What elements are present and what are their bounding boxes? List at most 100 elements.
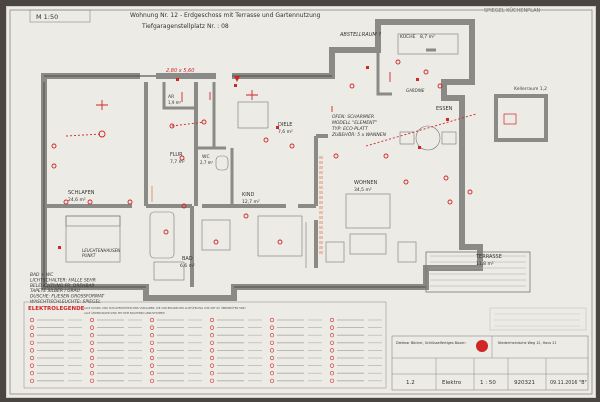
legend-symbol-icon: [89, 363, 95, 368]
room-kueche-name: KÜCHE: [400, 33, 416, 40]
scale-text: M 1:50: [36, 13, 58, 21]
legend-symbol-icon: [149, 333, 155, 338]
legend-title: ELEKTROLEGENDE: [28, 306, 85, 312]
note-gardine: GARDINE: [406, 88, 425, 93]
top-right-note: SPIEGEL KÜCHENPLAN: [484, 7, 541, 14]
note-line: MODELL "ELEMENT": [332, 120, 377, 126]
paper-sheet: M 1:50 Wohnung Nr. 12 - Erdgeschoss mit …: [6, 6, 596, 398]
company-logo-icon: [476, 340, 488, 352]
legend-symbol-icon: [89, 317, 95, 323]
floor-plan-drawing: M 1:50 Wohnung Nr. 12 - Erdgeschoss mit …: [9, 7, 593, 395]
room-schlafen-area: 24,6 m²: [68, 197, 86, 203]
legend-symbol-icon: [149, 363, 155, 368]
electrical-markers: [58, 66, 449, 249]
note-line: TYP: ECO-PLATT: [332, 126, 369, 132]
legend-symbol-icon: [149, 317, 155, 323]
note-dimension: 2,80 x 5,60: [166, 68, 194, 74]
legend-symbol-icon: [329, 363, 335, 368]
legend-symbol-icon: [89, 348, 95, 353]
room-terrasse-area: 11,8 m²: [476, 261, 494, 267]
legend-symbol-icon: [209, 371, 215, 376]
legend-symbol-icon: [149, 378, 155, 383]
legend-symbol-icon: [149, 325, 155, 330]
room-diele-name: DIELE: [278, 122, 292, 128]
legend-symbol-icon: [269, 371, 275, 376]
revision-notes: [489, 307, 587, 331]
dimension-marks: [151, 156, 323, 256]
legend-symbol-icon: [209, 325, 215, 330]
legend-symbol-icon: [209, 363, 215, 368]
legend-symbol-icon: [329, 317, 335, 323]
legend-symbol-icon: [29, 340, 35, 345]
legend-symbol-icon: [269, 333, 275, 338]
room-ar-area: 1,9 m²: [168, 100, 182, 105]
note-abstellraum: ABSTELLRAUM ?: [339, 32, 381, 38]
legend-symbol-icon: [29, 378, 35, 383]
plan-title: Wohnung Nr. 12 - Erdgeschoss mit Terrass…: [130, 12, 321, 19]
legend-symbol-icon: [29, 317, 35, 323]
room-kind-area: 12,7 m²: [242, 199, 260, 205]
legend-symbol-icon: [269, 325, 275, 330]
company-name: Dietmar Böcher, Schlüsselfertiges Bauen: [396, 341, 466, 345]
parking-text: Tiefgaragenstellplatz Nr. : 08: [141, 23, 229, 30]
room-wohnen-area: 34,5 m²: [354, 187, 372, 193]
legend-symbol-icon: [209, 355, 215, 361]
legend-symbol-icon: [89, 333, 95, 338]
room-wc-name: WC: [202, 154, 210, 160]
legend-symbol-icon: [29, 363, 35, 368]
room-kind-name: KIND: [242, 192, 254, 198]
legend-symbol-icon: [269, 378, 275, 383]
legend-symbol-icon: [29, 348, 35, 353]
note-line: ZUBEHÖR: 5 x WANNEN: [331, 131, 387, 138]
legend-symbol-icon: [149, 355, 155, 361]
note-line: LEUCHTENHAUSEN: [82, 248, 120, 253]
electrical-symbols: [51, 59, 477, 245]
legend-symbol-icon: [89, 325, 95, 330]
room-kueche-area: 8,7 m²: [420, 34, 435, 40]
room-labels: SCHLAFEN 24,6 m² AR 1,9 m² FLUR 7,7 m² W…: [68, 33, 502, 269]
furniture: [65, 33, 459, 281]
legend-symbol-icon: [269, 348, 275, 353]
legend-symbol-icon: [29, 371, 35, 376]
legend-symbol-icon: [89, 340, 95, 345]
note-line: TAPETE SILBER / GRAU: [30, 288, 81, 294]
room-flur-area: 7,7 m²: [170, 159, 185, 165]
legend-symbol-icon: [329, 340, 335, 345]
discipline: Elektro: [442, 380, 462, 386]
room-essen-name: ESSEN: [436, 106, 453, 112]
legend-line-2: ALLE ÄNDERUNGEN SIND MIT DEM BAUHERRN AB…: [84, 310, 165, 315]
legend-symbol-icon: [269, 363, 275, 368]
legend-symbol-icon: [149, 348, 155, 353]
note-line: LICHTSCHALTER: HALLE SEHR: [30, 277, 96, 283]
legend-symbol-icon: [329, 325, 335, 330]
room-flur-name: FLUR: [170, 152, 183, 158]
legend-symbol-icon: [269, 355, 275, 361]
legend-symbol-icon: [149, 340, 155, 345]
note-line: PUNKT: [82, 253, 96, 258]
drawing-number: 920321: [514, 380, 535, 386]
legend-symbol-icon: [89, 378, 95, 383]
room-schlafen-name: SCHLAFEN: [68, 190, 95, 196]
legend-symbol-icon: [209, 317, 215, 323]
legend-symbol-icon: [269, 340, 275, 345]
walls: [41, 19, 483, 301]
legend-symbol-icon: [209, 333, 215, 338]
note-line: BAD + WC: [30, 272, 54, 278]
scale-box: [29, 9, 91, 23]
entry-marker-icon: [234, 76, 240, 82]
room-diele-area: 7,6 m²: [278, 129, 293, 135]
legend-symbol-icon: [329, 371, 335, 376]
note-line: DUSCHE: FLIESEN GROSSFORMAT: [30, 294, 105, 300]
legend-symbol-icon: [149, 371, 155, 376]
legend-symbol-icon: [329, 333, 335, 338]
legend-symbol-icon: [209, 378, 215, 383]
legend-symbol-icon: [29, 325, 35, 330]
room-bad-name: BAD: [182, 256, 193, 262]
room-wohnen-name: WOHNEN: [354, 180, 378, 186]
wall-core-lines: [43, 75, 426, 288]
legend-symbol-icon: [329, 355, 335, 361]
drawing-date: 09.11.2016 "B": [550, 380, 587, 386]
